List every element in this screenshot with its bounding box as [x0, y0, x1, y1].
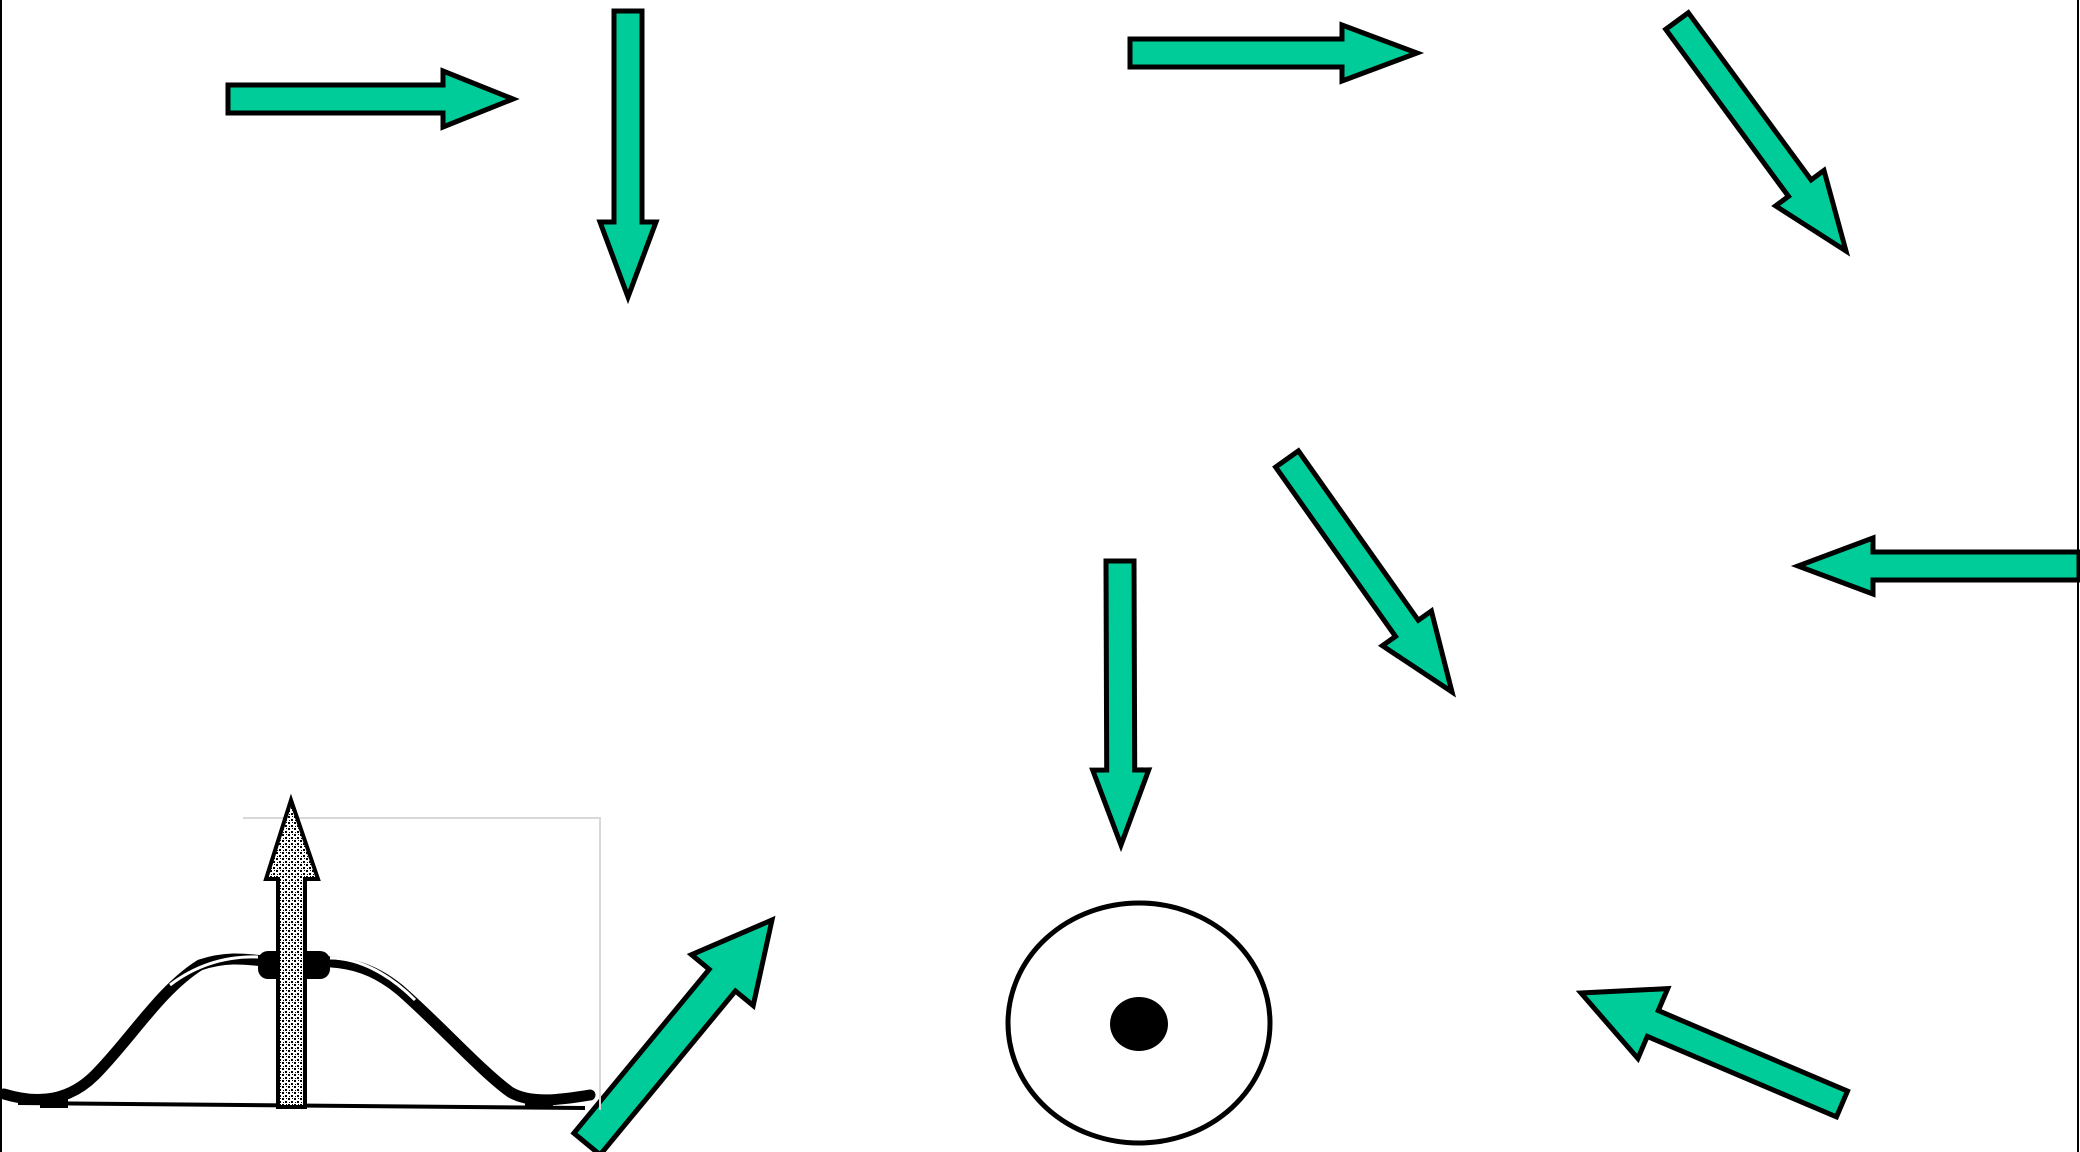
arrow-right-1: [228, 71, 513, 127]
arrow-down-2: [1093, 561, 1149, 845]
target-icon: [1008, 903, 1270, 1143]
bow-tip-right: [525, 1098, 553, 1108]
arrow-down-right-2: [1276, 451, 1452, 692]
arrow-down-1: [600, 11, 656, 297]
bow-tip-left: [40, 1098, 68, 1108]
target-bullseye: [1110, 997, 1168, 1051]
arrow-up-right-1: [574, 920, 772, 1152]
arrow-right-2: [1130, 25, 1417, 81]
arrow-up-left-1: [1581, 989, 1848, 1117]
arrow-down-right-1: [1666, 13, 1846, 251]
bow-and-arrow-icon: [4, 800, 600, 1110]
arrow-left-1: [1798, 538, 2079, 594]
